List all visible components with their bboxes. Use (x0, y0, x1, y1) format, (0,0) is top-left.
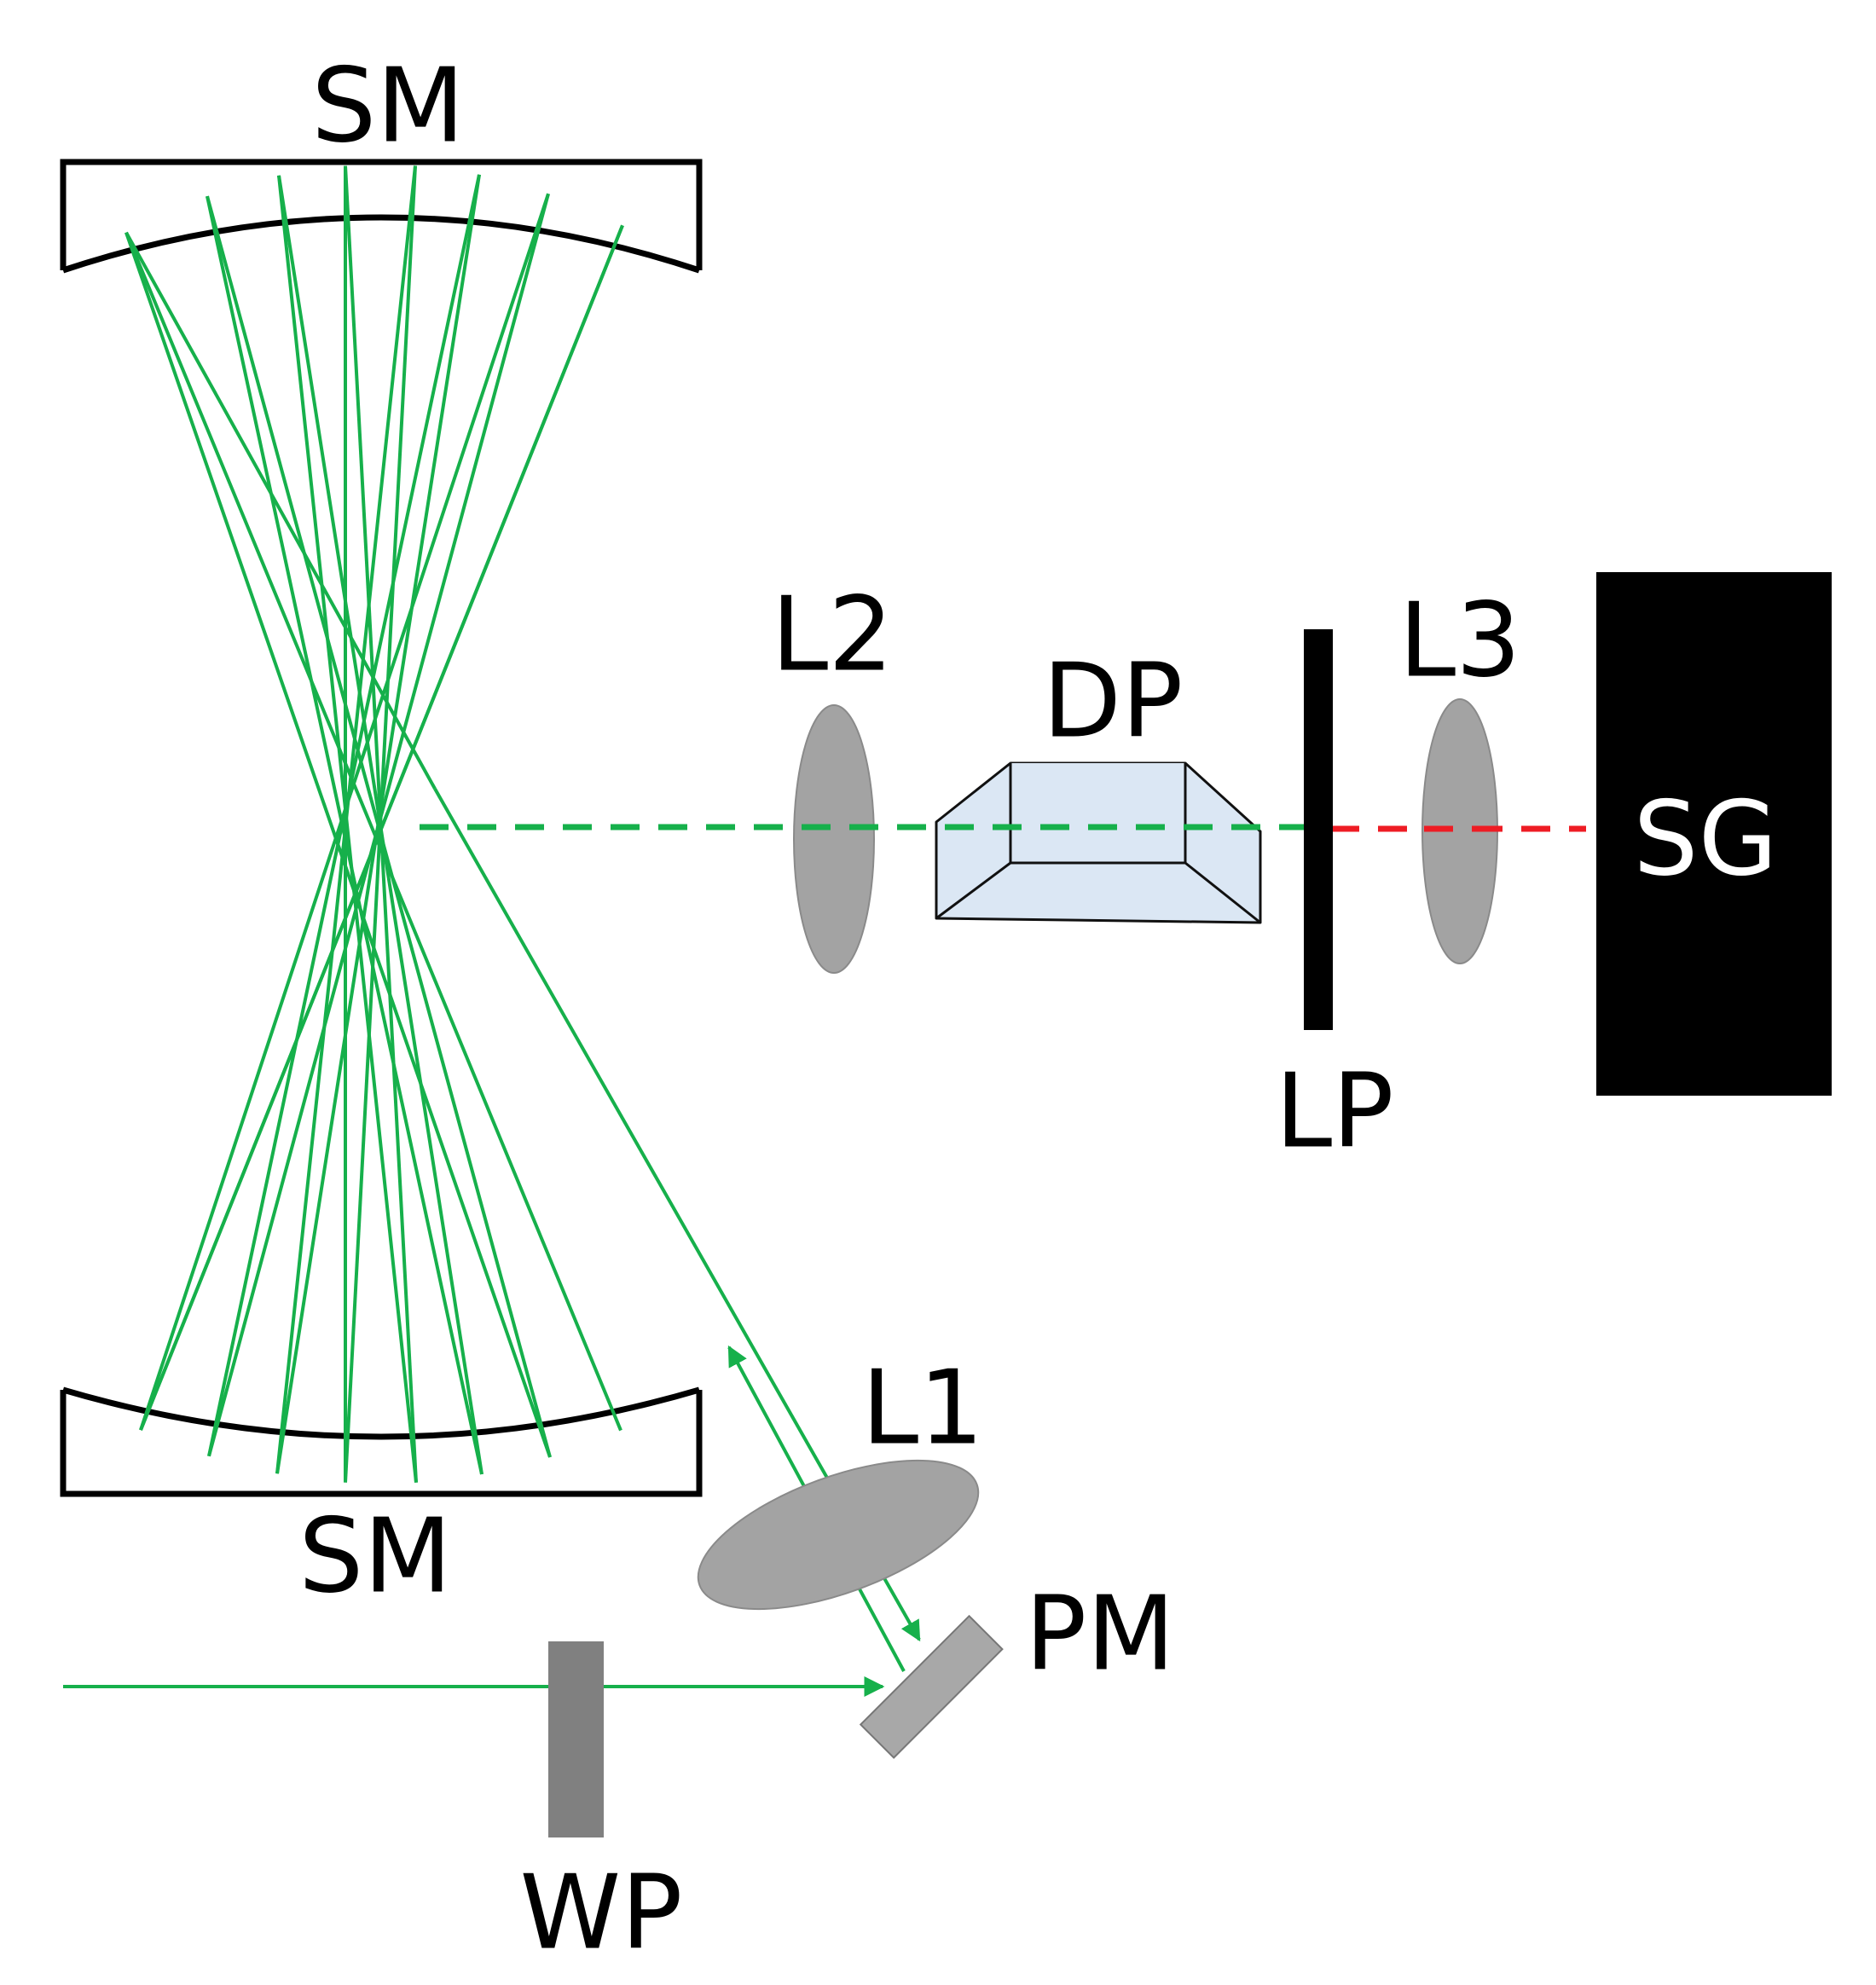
bottom-spherical-mirror (60, 1386, 703, 1497)
label-pm: PM (1025, 1576, 1175, 1694)
multipass-ray (124, 231, 437, 790)
label-l1: L1 (861, 1350, 983, 1468)
label-sm-top: SM (311, 48, 465, 166)
multipass-ray (124, 231, 622, 1432)
label-l3: L3 (1398, 582, 1520, 701)
label-sg: SG (1633, 781, 1777, 900)
label-wp: WP (519, 1855, 682, 1973)
sg-box (1596, 572, 1832, 1096)
top-spherical-mirror (60, 159, 703, 274)
multipass-ray (139, 193, 550, 1431)
dispersive-prism (935, 761, 1262, 924)
label-lp: LP (1275, 1053, 1393, 1172)
lens-l1 (697, 1459, 980, 1611)
multipass-ray (139, 224, 624, 1431)
pump-mirror (859, 1614, 1004, 1759)
multipass-ray (207, 193, 550, 1457)
label-dp: DP (1043, 643, 1184, 761)
multipass-ray (275, 165, 417, 1474)
lens-l2 (793, 704, 875, 974)
label-sm-bottom: SM (298, 1498, 452, 1617)
label-l2: L2 (771, 576, 893, 695)
long-pass-filter (1304, 629, 1333, 1030)
wave-plate (548, 1641, 604, 1837)
multipass-rays (124, 165, 624, 1483)
multipass-ray (277, 175, 418, 1483)
